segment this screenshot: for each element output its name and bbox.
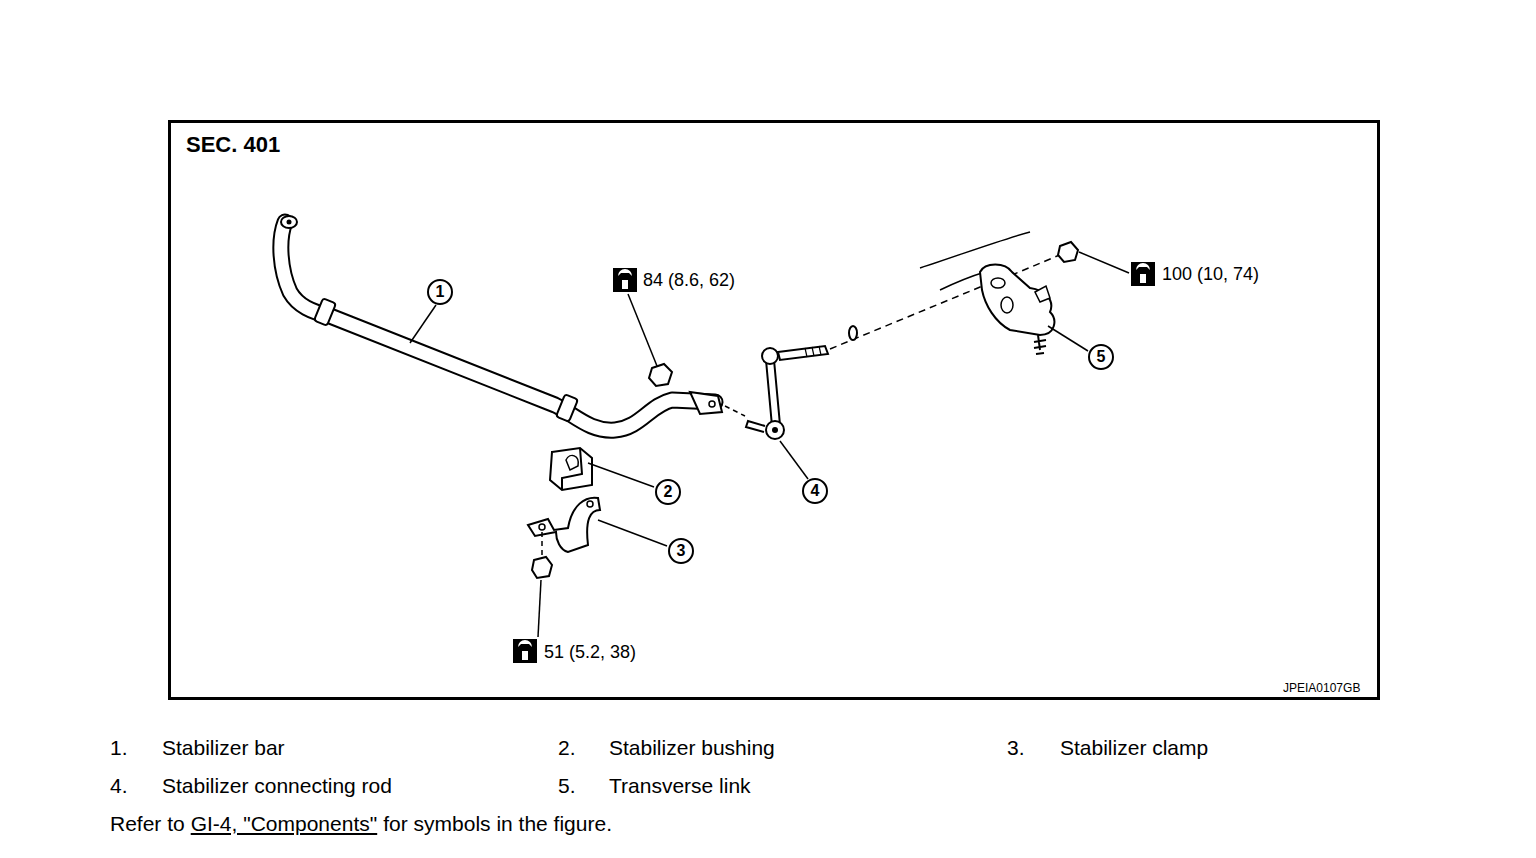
part-name: Stabilizer bar — [162, 737, 285, 758]
torque-spec: 100 (10, 74) — [1162, 265, 1259, 283]
callout-number: 1 — [436, 284, 445, 300]
callout-number: 5 — [1097, 349, 1106, 365]
torque-icon — [1131, 262, 1155, 286]
part-name: Stabilizer connecting rod — [162, 775, 392, 796]
section-title: SEC. 401 — [186, 134, 280, 156]
callout-circle: 1 — [427, 279, 453, 305]
legend-number: 1. — [110, 737, 128, 758]
legend-number: 5. — [558, 775, 576, 796]
callout-circle: 3 — [668, 538, 694, 564]
torque-icon — [513, 639, 537, 663]
note-text: Refer to — [110, 813, 185, 834]
part-name: Stabilizer bushing — [609, 737, 775, 758]
torque-spec: 51 (5.2, 38) — [544, 643, 636, 661]
callout-number: 4 — [811, 483, 820, 499]
callout-number: 2 — [664, 484, 673, 500]
note-text: for symbols in the figure. — [383, 813, 612, 834]
callout-circle: 5 — [1088, 344, 1114, 370]
figure-code: JPEIA0107GB — [1283, 682, 1360, 694]
torque-spec: 84 (8.6, 62) — [643, 271, 735, 289]
reference-link: GI-4, "Components" — [191, 813, 378, 834]
legend-number: 4. — [110, 775, 128, 796]
part-name: Stabilizer clamp — [1060, 737, 1208, 758]
legend-number: 2. — [558, 737, 576, 758]
callout-number: 3 — [677, 543, 686, 559]
part-name: Transverse link — [609, 775, 751, 796]
leader-lines — [410, 252, 1129, 637]
callout-circle: 4 — [802, 478, 828, 504]
torque-icon — [613, 268, 637, 292]
callout-circle: 2 — [655, 479, 681, 505]
legend-number: 3. — [1007, 737, 1025, 758]
